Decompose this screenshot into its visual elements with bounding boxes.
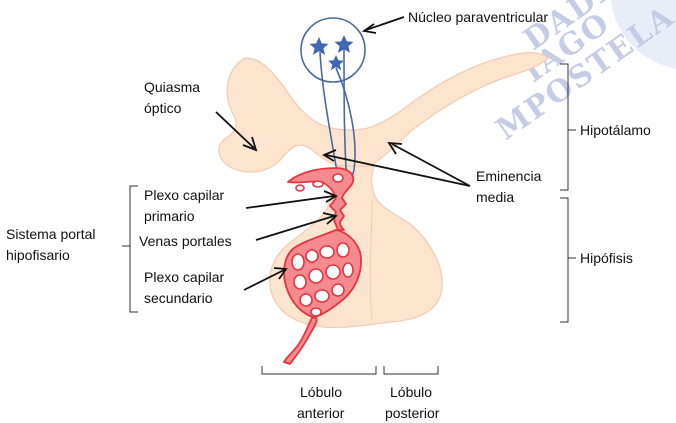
mesh-cell — [300, 294, 312, 306]
mesh-cell — [306, 250, 318, 262]
arrow-nucleo — [366, 17, 404, 30]
label-quiasma-line-1: Quiasma — [144, 79, 200, 95]
paraventricular-nucleus — [301, 18, 365, 82]
label-lobulo-posterior-line-1: Lóbulo — [390, 384, 432, 400]
label-hipotalamo: Hipotálamo — [580, 122, 651, 138]
label-lobulo-anterior-line-1: Lóbulo — [300, 384, 342, 400]
bracket-lobulo-anterior — [262, 366, 376, 374]
mesh-cell — [296, 185, 304, 191]
label-eminencia-line-2: media — [476, 189, 514, 205]
arrow-eminencia-b — [392, 144, 470, 186]
bracket-hipofisis — [560, 198, 576, 322]
mesh-cell — [292, 254, 304, 270]
arrow-plexo1 — [246, 196, 334, 208]
label-sistema-portal-line-2: hipofisario — [6, 247, 70, 263]
mesh-cell — [309, 269, 323, 283]
mesh-cell — [311, 308, 321, 316]
mesh-cell — [343, 263, 353, 277]
label-plexo-secundario-line-2: secundario — [144, 290, 213, 306]
mesh-cell — [294, 275, 306, 289]
label-venas-portales: Venas portales — [139, 233, 232, 249]
label-sistema-portal-line-1: Sistema portal — [6, 226, 95, 242]
label-hipofisis: Hipófisis — [580, 250, 633, 266]
label-lobulo-posterior-line-2: posterior — [385, 405, 440, 421]
label-plexo-primario-line-1: Plexo capilar — [144, 187, 224, 203]
bracket-sistema-portal — [122, 186, 138, 312]
label-plexo-secundario-line-1: Plexo capilar — [144, 269, 224, 285]
label-lobulo-anterior-line-2: anterior — [297, 405, 345, 421]
bracket-lobulo-posterior — [384, 366, 438, 374]
label-eminencia-line-1: Eminencia — [476, 168, 542, 184]
label-nucleo-paraventricular: Núcleo paraventricular — [408, 9, 548, 25]
mesh-cell — [333, 174, 343, 182]
mesh-cell — [332, 284, 344, 296]
mesh-cell — [320, 246, 334, 258]
mesh-cell — [326, 265, 340, 279]
mesh-cell — [315, 290, 329, 302]
mesh-cell — [337, 243, 349, 257]
mesh-cell — [313, 181, 323, 187]
label-plexo-primario-line-2: primario — [144, 208, 195, 224]
label-quiasma-line-2: óptico — [144, 100, 182, 116]
